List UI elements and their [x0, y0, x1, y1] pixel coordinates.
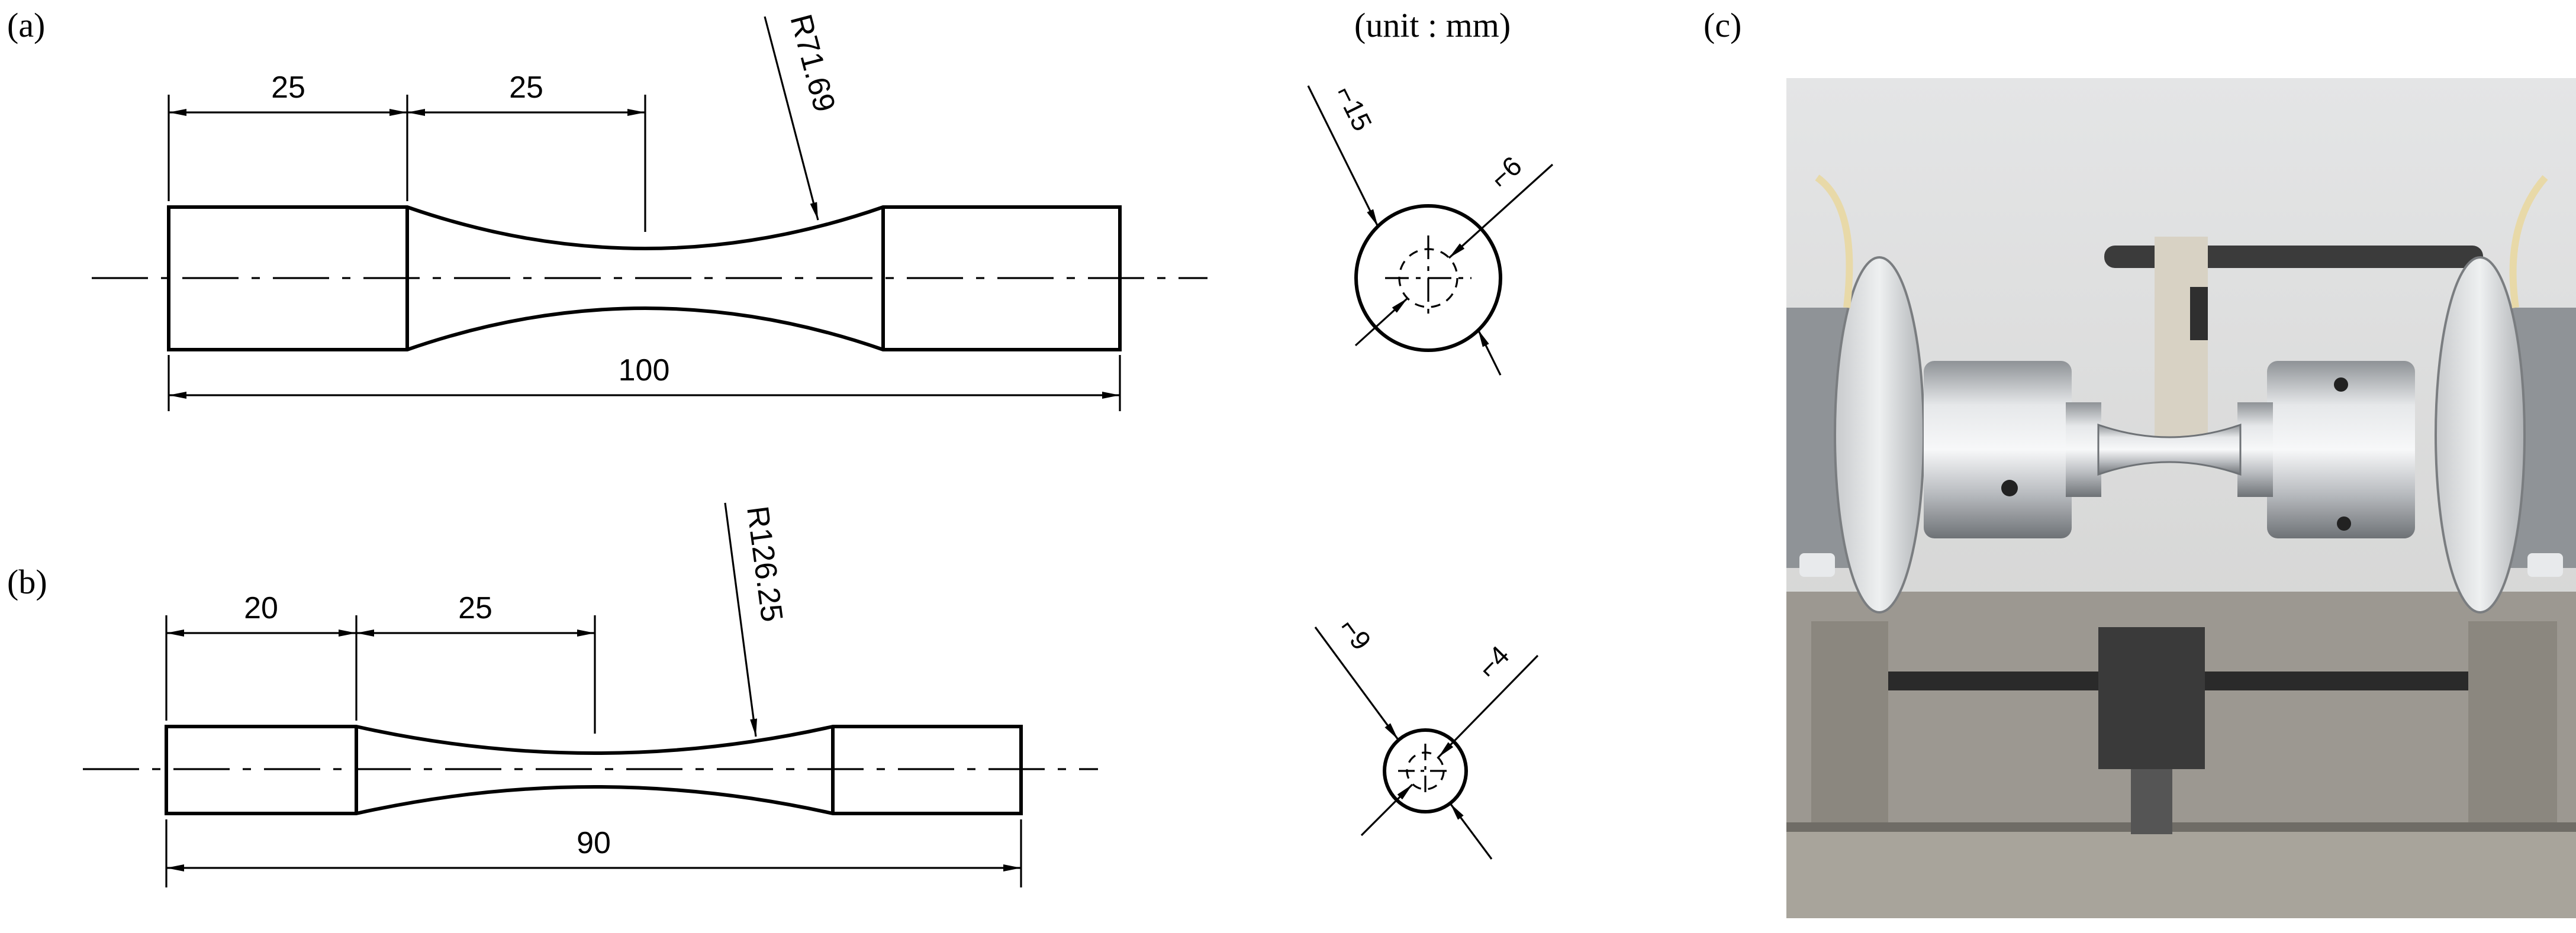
specimen-a-outer-diameter: ⌐15 [1330, 80, 1378, 135]
photo-left-disc [1834, 256, 1925, 614]
panel-label-b: (b) [7, 563, 47, 601]
specimen-b-total-length: 90 [577, 826, 611, 860]
specimen-b-outer-leader [1314, 627, 1399, 740]
photo-bracket [2155, 237, 2208, 461]
specimen-b-outline [165, 725, 1023, 815]
specimen-b-outer-diameter: ⌐9 [1334, 612, 1377, 656]
specimen-a-outline [167, 205, 1122, 351]
specimen-b-cross-section: ⌐9 ⌐4 [1314, 612, 1539, 860]
specimen-a-inner-leader [1448, 163, 1554, 259]
specimen-a-inner-leader-tail [1354, 297, 1409, 347]
specimen-b-half-gauge-length: 25 [458, 591, 492, 625]
photo-left-collar [2066, 402, 2101, 497]
photo-right-leg [2468, 621, 2557, 822]
photo-right-collar [2237, 402, 2273, 497]
specimen-a-outer-leader-tail [1477, 329, 1502, 376]
photo-right-tube [2509, 175, 2548, 308]
specimen-b-radius-leader [724, 502, 758, 737]
photo-left-tube [1815, 175, 1853, 308]
specimen-b-inner-leader [1437, 654, 1539, 758]
specimen-a-radius: R71.69 [783, 11, 842, 115]
specimen-a-inner-diameter: ⌐6 [1484, 150, 1528, 194]
panel-label-a: (a) [7, 6, 45, 44]
photo-right-grip [2267, 361, 2415, 538]
specimen-a-radius-leader [764, 16, 819, 221]
photo-base-rail-shadow [1786, 822, 2576, 832]
photo-left-grip [1924, 361, 2072, 538]
specimen-a-grip-length: 25 [271, 70, 305, 105]
photo-right-fitting [2527, 553, 2563, 577]
specimen-a-total-length: 100 [619, 353, 670, 388]
photo-center-post [2098, 627, 2205, 769]
specimen-a-outer-leader [1307, 85, 1379, 227]
photo-grip-hole-3 [2337, 516, 2351, 531]
test-rig-photo [1786, 78, 2576, 918]
specimen-b-outer-leader-tail [1449, 803, 1493, 860]
specimen-b-inner-leader-tail [1360, 783, 1413, 837]
photo-grip-hole-2 [2334, 377, 2348, 392]
photo-grip-hole-1 [2001, 480, 2018, 496]
photo-center-post-shaft [2131, 769, 2172, 834]
specimen-b-grip-length: 20 [244, 591, 278, 625]
specimen-b-outer-circle [1383, 728, 1468, 813]
photo-bracket-clip [2190, 287, 2208, 340]
specimen-a-cross-section: ⌐15 ⌐6 [1307, 80, 1554, 376]
unit-label: (unit : mm) [1354, 6, 1511, 44]
photo-right-disc [2435, 256, 2526, 614]
specimen-a-outer-circle [1354, 204, 1502, 352]
photo-specimen [2097, 423, 2242, 476]
panel-label-c: (c) [1704, 6, 1741, 44]
photo-left-leg [1811, 621, 1888, 822]
specimen-b-inner-diameter: ⌐4 [1471, 640, 1515, 683]
specimen-b-radius: R126.25 [740, 504, 789, 624]
specimen-a-half-gauge-length: 25 [509, 70, 543, 105]
photo-left-fitting [1799, 553, 1835, 577]
photo-base-rail [1786, 822, 2576, 918]
specimen-b-drawing: 20 25 90 R126.25 [83, 502, 1098, 887]
specimen-a-drawing: 25 25 100 R71.69 [92, 11, 1208, 411]
